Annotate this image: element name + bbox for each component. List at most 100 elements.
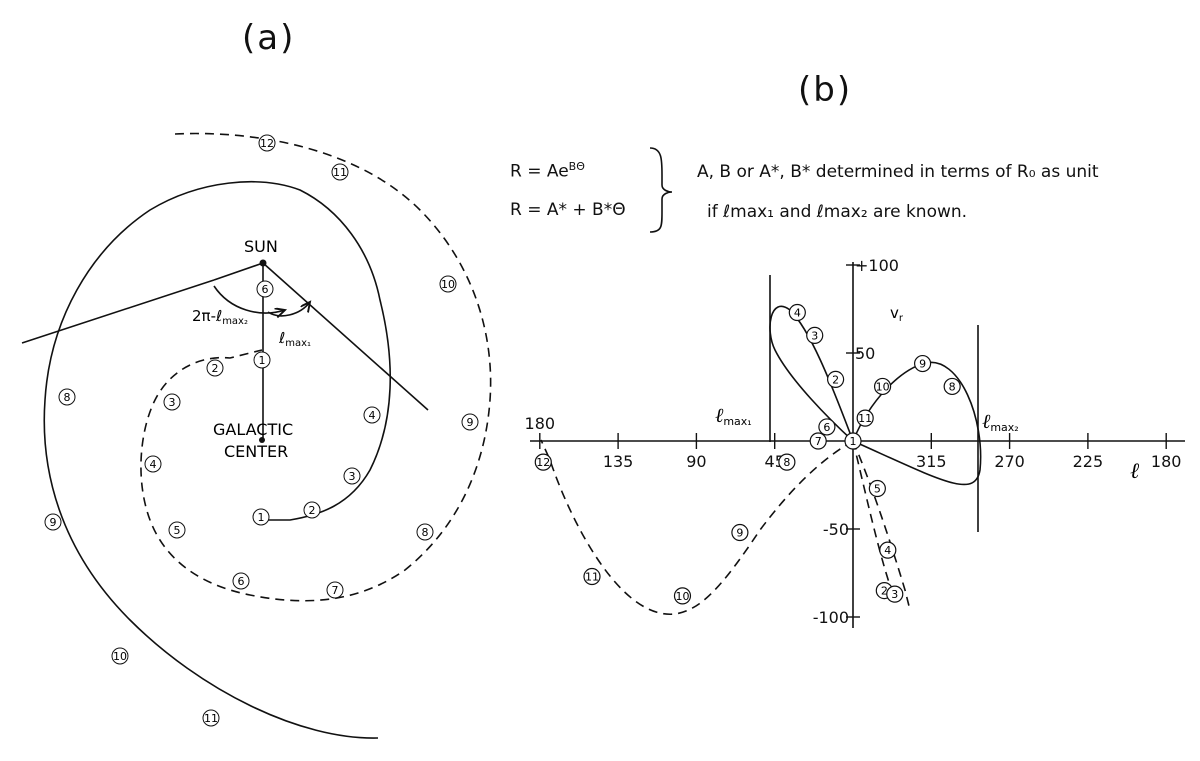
x-tick-label: 180 bbox=[525, 414, 556, 433]
marker-number: 1 bbox=[258, 511, 265, 524]
vr-point-dashed-9: 9 bbox=[731, 523, 749, 542]
marker-number: 5 bbox=[174, 524, 181, 537]
y-axis-label-main: v bbox=[890, 304, 899, 322]
marker-a-3-solid: 3 bbox=[343, 467, 361, 485]
marker-a-1-dashed: 1 bbox=[253, 351, 271, 369]
x-tick-label: 270 bbox=[994, 452, 1025, 471]
marker-circle bbox=[252, 508, 270, 526]
marker-a-2-dashed: 2 bbox=[206, 359, 224, 377]
marker-number: 9 bbox=[50, 516, 57, 529]
angle-arc-left bbox=[213, 285, 285, 313]
svg-text:11: 11 bbox=[858, 412, 872, 425]
formula-exponential-base: R = Ae bbox=[510, 161, 569, 182]
note-line-1: A, B or A*, B* determined in terms of R₀… bbox=[697, 162, 1099, 182]
vr-point-solid-8: 8 bbox=[943, 377, 961, 396]
marker-a-6-solid: 6 bbox=[256, 280, 274, 298]
sun-label: SUN bbox=[244, 237, 278, 256]
svg-text:6: 6 bbox=[823, 421, 830, 434]
marker-circle bbox=[202, 709, 220, 727]
marker-circle bbox=[44, 513, 62, 531]
marker-number: 12 bbox=[260, 137, 274, 150]
marker-a-8-dashed: 8 bbox=[416, 523, 434, 541]
y-tick-label: -50 bbox=[823, 520, 849, 539]
marker-circle bbox=[326, 581, 344, 599]
marker-number: 3 bbox=[169, 396, 176, 409]
formula-linear: R = A* + B*Θ bbox=[510, 200, 626, 220]
marker-a-9-solid: 9 bbox=[44, 513, 62, 531]
lmax2-label-sub: max₂ bbox=[990, 421, 1018, 434]
marker-circle bbox=[253, 351, 271, 369]
svg-text:3: 3 bbox=[891, 588, 898, 601]
marker-a-11-solid: 11 bbox=[202, 709, 220, 727]
y-axis-label-sub: r bbox=[899, 313, 904, 324]
y-axis-label: vr bbox=[890, 304, 904, 324]
marker-a-7-dashed: 7 bbox=[326, 581, 344, 599]
solid-spiral-outer bbox=[43, 181, 392, 739]
marker-circle bbox=[58, 388, 76, 406]
marker-circle bbox=[416, 523, 434, 541]
y-tick-label: +100 bbox=[855, 256, 899, 275]
vr-dashed-right-b bbox=[852, 440, 896, 601]
lmax1-label-main: ℓ bbox=[715, 403, 724, 427]
marker-circle bbox=[258, 134, 276, 152]
svg-text:8: 8 bbox=[949, 380, 956, 393]
svg-text:3: 3 bbox=[811, 329, 818, 342]
marker-number: 8 bbox=[64, 391, 71, 404]
marker-number: 1 bbox=[259, 354, 266, 367]
vr-point-solid-6: 6 bbox=[818, 418, 836, 436]
galactic-center-marker bbox=[259, 437, 265, 443]
marker-a-10-dashed: 10 bbox=[439, 275, 457, 293]
tangent-line-right bbox=[262, 262, 429, 411]
marker-circle bbox=[144, 455, 162, 473]
svg-text:1: 1 bbox=[850, 435, 857, 448]
marker-number: 3 bbox=[349, 470, 356, 483]
marker-circle bbox=[168, 521, 186, 539]
marker-number: 6 bbox=[238, 575, 245, 588]
vr-point-dashed-7: 7 bbox=[809, 432, 827, 450]
note-line-2: if ℓmax₁ and ℓmax₂ are known. bbox=[707, 202, 968, 222]
x-axis-label: ℓ bbox=[1130, 459, 1140, 484]
marker-circle bbox=[439, 275, 457, 293]
marker-a-10-solid: 10 bbox=[111, 647, 129, 665]
sun-marker bbox=[259, 259, 267, 267]
vr-point-dashed-8: 8 bbox=[778, 453, 796, 471]
svg-text:9: 9 bbox=[736, 527, 743, 540]
marker-number: 2 bbox=[309, 504, 316, 517]
marker-a-2-solid: 2 bbox=[303, 501, 321, 519]
marker-a-12: 12 bbox=[258, 134, 276, 152]
angle-label-left-sub: max₂ bbox=[222, 316, 248, 327]
marker-a-4-solid: 4 bbox=[363, 406, 381, 424]
marker-circle bbox=[256, 280, 274, 298]
vr-point-solid-4: 4 bbox=[788, 303, 806, 322]
x-tick-label: 90 bbox=[686, 452, 706, 471]
vr-point-dashed-11: 11 bbox=[583, 567, 601, 586]
vr-point-dashed-10: 10 bbox=[673, 587, 692, 605]
marker-circle bbox=[163, 393, 181, 411]
angle-label-right-sub: max₁ bbox=[285, 338, 311, 349]
marker-number: 2 bbox=[212, 362, 219, 375]
center-label: CENTER bbox=[224, 442, 288, 461]
x-tick-label: 225 bbox=[1073, 452, 1104, 471]
vr-solid-loop-left bbox=[769, 305, 854, 442]
angle-label-right-main: ℓ bbox=[278, 329, 285, 347]
tangent-line-left bbox=[21, 279, 215, 344]
svg-text:4: 4 bbox=[884, 544, 891, 557]
marker-a-8-solid: 8 bbox=[58, 388, 76, 406]
panel-b-label: (b) bbox=[798, 70, 853, 110]
marker-a-4-dashed: 4 bbox=[144, 455, 162, 473]
vr-point-solid-11: 11 bbox=[856, 409, 874, 427]
svg-text:4: 4 bbox=[794, 307, 801, 320]
vr-point-dashed-5: 5 bbox=[868, 479, 886, 498]
dashed-spiral-outer bbox=[140, 132, 492, 602]
svg-text:8: 8 bbox=[783, 456, 790, 469]
vr-point-solid-3: 3 bbox=[806, 326, 824, 344]
lmax2-label: ℓmax₂ bbox=[982, 409, 1019, 434]
vr-point-solid-9: 9 bbox=[913, 354, 932, 373]
marker-number: 8 bbox=[422, 526, 429, 539]
marker-number: 4 bbox=[369, 409, 376, 422]
marker-number: 9 bbox=[467, 416, 474, 429]
angle-label-left: 2π-ℓmax₂ bbox=[192, 307, 248, 327]
marker-number: 11 bbox=[204, 712, 218, 725]
y-tick-label: 50 bbox=[855, 344, 875, 363]
marker-a-9-dashed: 9 bbox=[461, 413, 479, 431]
